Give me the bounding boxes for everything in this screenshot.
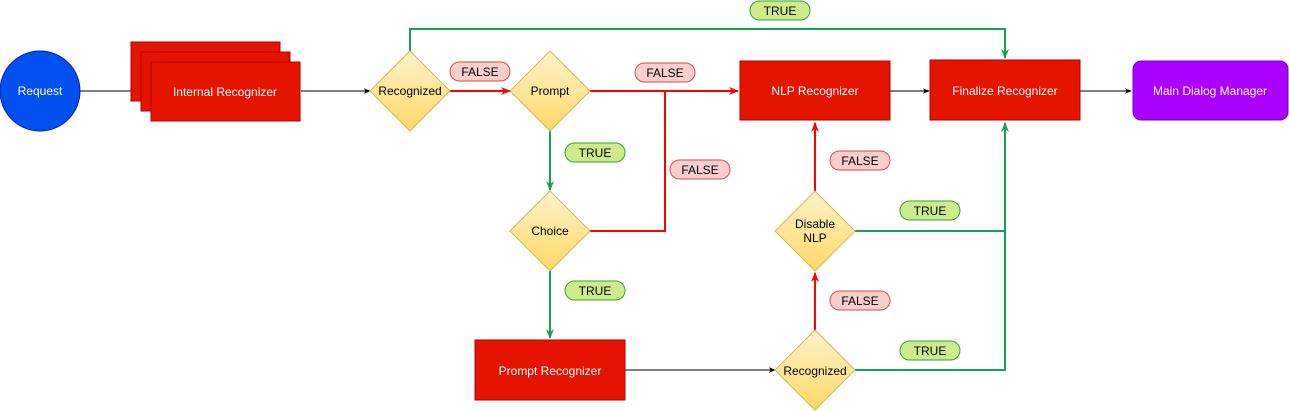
- node-recognized-bottom-label: Recognized: [783, 364, 846, 378]
- node-request-label: Request: [18, 84, 63, 98]
- node-prompt-recognizer-label: Prompt Recognizer: [499, 364, 602, 378]
- node-finalize-recognizer: Finalize Recognizer: [929, 59, 1081, 121]
- label-false-choice-nlp-text: FALSE: [681, 163, 718, 177]
- label-false-prompt-nlp-text: FALSE: [646, 66, 683, 80]
- label-true-recognized-finalize: TRUE: [899, 340, 961, 361]
- label-true-disable-finalize: TRUE: [899, 200, 961, 221]
- node-nlp-recognizer-label: NLP Recognizer: [771, 84, 858, 98]
- label-false-prompt-nlp: FALSE: [634, 62, 696, 83]
- label-false-recognized-disable-text: FALSE: [841, 294, 878, 308]
- node-recognized-bottom: Recognized: [774, 329, 856, 411]
- label-false-recognized-prompt: FALSE: [449, 61, 511, 82]
- label-true-choice-promptrec: TRUE: [564, 280, 626, 301]
- node-internal-recognizer-label: Internal Recognizer: [173, 85, 277, 99]
- label-false-disable-nlp-text: FALSE: [841, 154, 878, 168]
- edge-recognized-finalize-bottom-true: [855, 122, 1009, 371]
- label-true-prompt-choice: TRUE: [564, 142, 626, 163]
- edge-choice-nlp-false: [590, 91, 666, 232]
- node-request: Request: [0, 50, 81, 132]
- node-nlp-recognizer: NLP Recognizer: [739, 60, 891, 121]
- edge-recognized-finalize-true: [409, 28, 1009, 59]
- label-true-top-text: TRUE: [764, 4, 797, 18]
- node-prompt: Prompt: [509, 50, 591, 132]
- node-main-dialog-manager-label: Main Dialog Manager: [1153, 84, 1267, 98]
- node-main-dialog-manager: Main Dialog Manager: [1132, 60, 1289, 121]
- node-choice: Choice: [509, 190, 591, 272]
- node-recognized-top-label: Recognized: [378, 84, 441, 98]
- node-choice-label: Choice: [531, 224, 569, 238]
- node-prompt-label: Prompt: [531, 84, 570, 98]
- node-disable-nlp: Disable NLP: [774, 190, 856, 272]
- label-true-prompt-choice-text: TRUE: [579, 146, 612, 160]
- label-false-recognized-prompt-text: FALSE: [461, 65, 498, 79]
- label-true-recognized-finalize-text: TRUE: [914, 344, 947, 358]
- label-false-recognized-disable: FALSE: [829, 290, 891, 311]
- node-finalize-recognizer-label: Finalize Recognizer: [952, 84, 1057, 98]
- label-true-disable-finalize-text: TRUE: [914, 204, 947, 218]
- node-recognized-top: Recognized: [369, 50, 451, 132]
- node-disable-nlp-label-line2: NLP: [803, 231, 826, 245]
- node-internal-recognizer: Internal Recognizer: [130, 41, 301, 122]
- label-false-choice-nlp: FALSE: [669, 159, 731, 180]
- edges: [80, 28, 1132, 373]
- label-false-disable-nlp: FALSE: [829, 150, 891, 171]
- label-true-top: TRUE: [749, 0, 811, 21]
- node-prompt-recognizer: Prompt Recognizer: [474, 339, 626, 401]
- label-true-choice-promptrec-text: TRUE: [579, 284, 612, 298]
- node-disable-nlp-label-line1: Disable: [795, 217, 835, 231]
